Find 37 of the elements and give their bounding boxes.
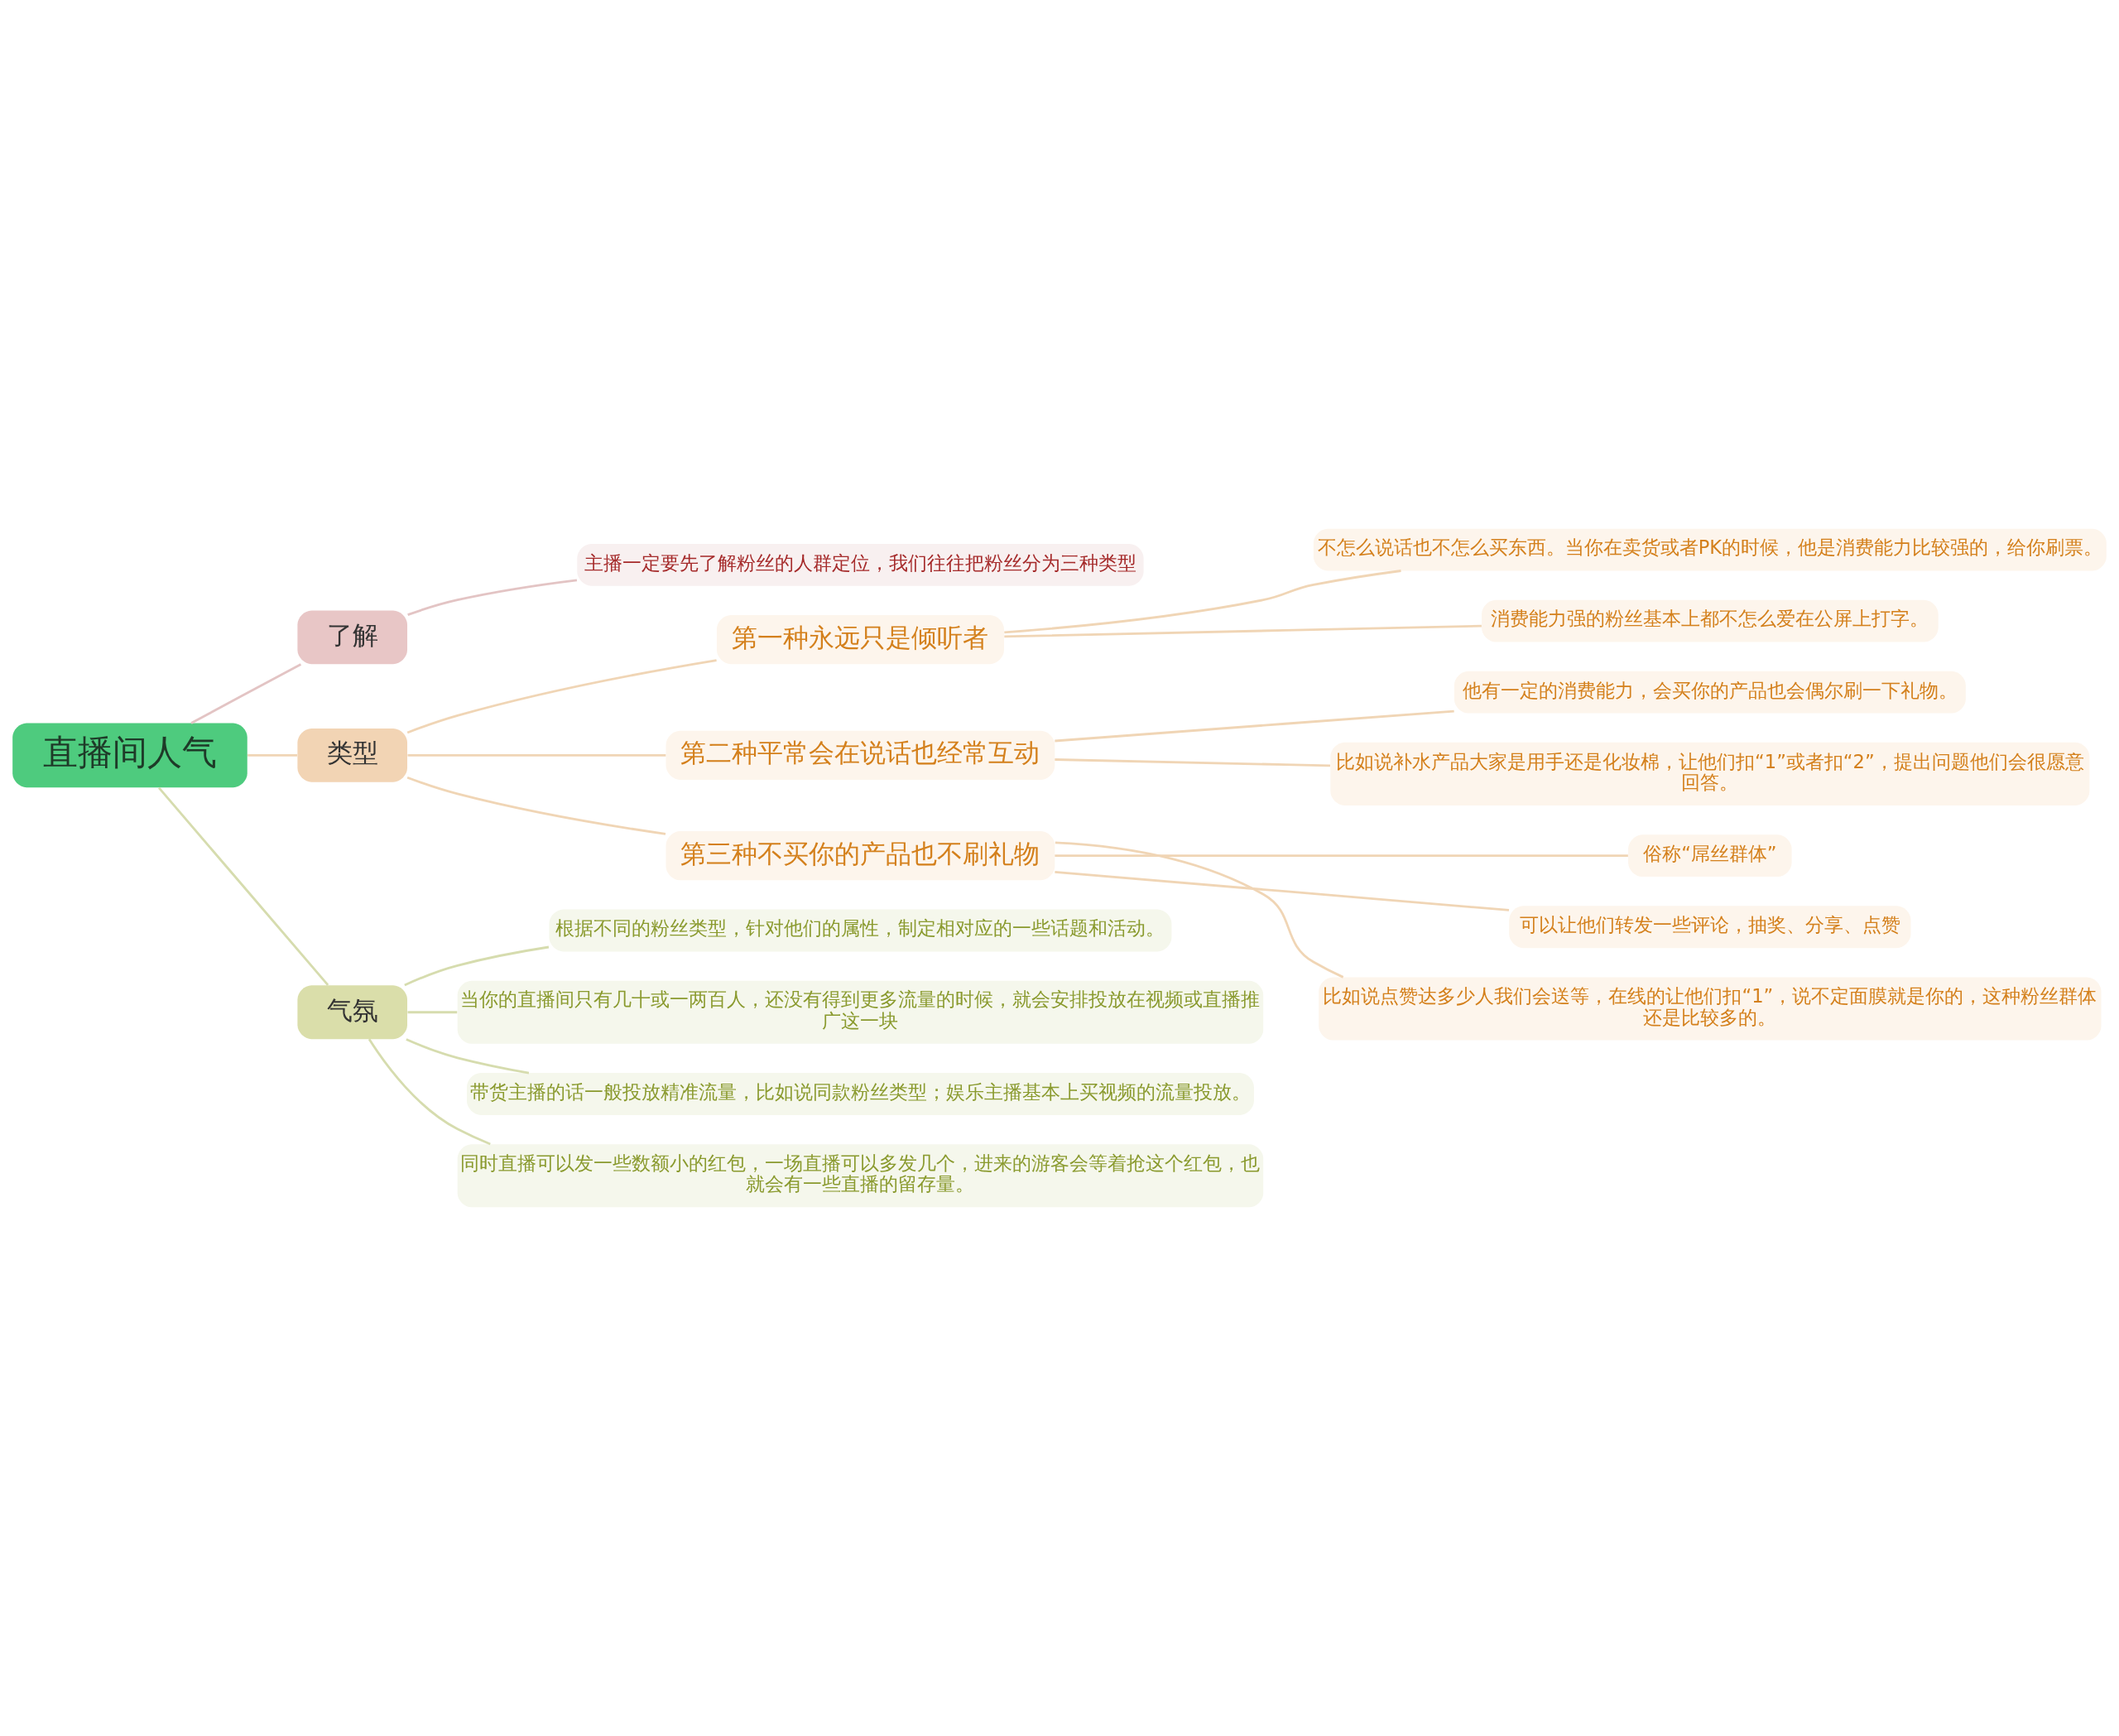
connector (406, 659, 717, 734)
connector (157, 786, 329, 986)
node-box: 类型 (297, 728, 408, 782)
node-box: 气氛 (297, 985, 408, 1040)
node-box: 俗称“屌丝群体” (1628, 834, 1792, 878)
connector (1055, 870, 1510, 911)
node-box: 第一种永远只是倾听者 (716, 615, 1004, 665)
connector (1055, 841, 1344, 979)
node-box: 带货主播的话一般投放精准流量，比如说同款粉丝类型；娱乐主播基本上买视频的流量投放。 (467, 1073, 1254, 1115)
connector (407, 1011, 458, 1014)
node-box: 比如说点赞达多少人我们会送等，在线的让他们扣“1”，说不定面膜就是你的，这种粉丝群体还是比较多的。 (1319, 977, 2102, 1041)
connector (1055, 854, 1628, 858)
node-box: 不怎么说话也不怎么买东西。当你在卖货或者PK的时候，他是消费能力比较强的，给你刷票。 (1313, 528, 2107, 571)
connector (1004, 570, 1401, 634)
connector (1055, 709, 1454, 743)
node-box: 第三种不买你的产品也不刷礼物 (665, 831, 1055, 881)
node-box: 了解 (297, 610, 408, 665)
node-box: 根据不同的粉丝类型，针对他们的属性，制定相对应的一些话题和活动。 (549, 909, 1172, 952)
node-box: 可以让他们转发一些评论，抽奖、分享、点赞 (1509, 906, 1911, 949)
node-box: 同时直播可以发一些数额小的红包，一场直播可以多发几个，进来的游客会等着抢这个红包，也就会有一些直播的留存量。 (457, 1144, 1264, 1208)
node-box: 直播间人气 (12, 723, 247, 788)
node-box: 第二种平常会在说话也经常互动 (665, 730, 1055, 780)
node-box: 主播一定要先了解粉丝的人群定位，我们往往把粉丝分为三种类型 (577, 544, 1144, 586)
node-box: 比如说补水产品大家是用手还是化妆棉，让他们扣“1”或者扣“2”，提出问题他们会很愿意回答。 (1330, 742, 2090, 805)
connector (406, 1038, 530, 1075)
connector (247, 753, 298, 757)
connector (1004, 624, 1482, 638)
connector (407, 579, 578, 616)
connector (406, 776, 666, 835)
node-box: 消费能力强的粉丝基本上都不怎么爱在公屏上打字。 (1482, 599, 1939, 642)
connector (1055, 758, 1330, 767)
node-box: 当你的直播间只有几十或一两百人，还没有得到更多流量的时候，就会安排投放在视频或直播推广这一块 (457, 980, 1264, 1044)
node-box: 他有一定的消费能力，会买你的产品也会偶尔刷一下礼物。 (1454, 671, 1966, 714)
connector (404, 945, 550, 987)
connector (368, 1038, 491, 1146)
connector (190, 663, 302, 724)
connector (407, 753, 666, 757)
